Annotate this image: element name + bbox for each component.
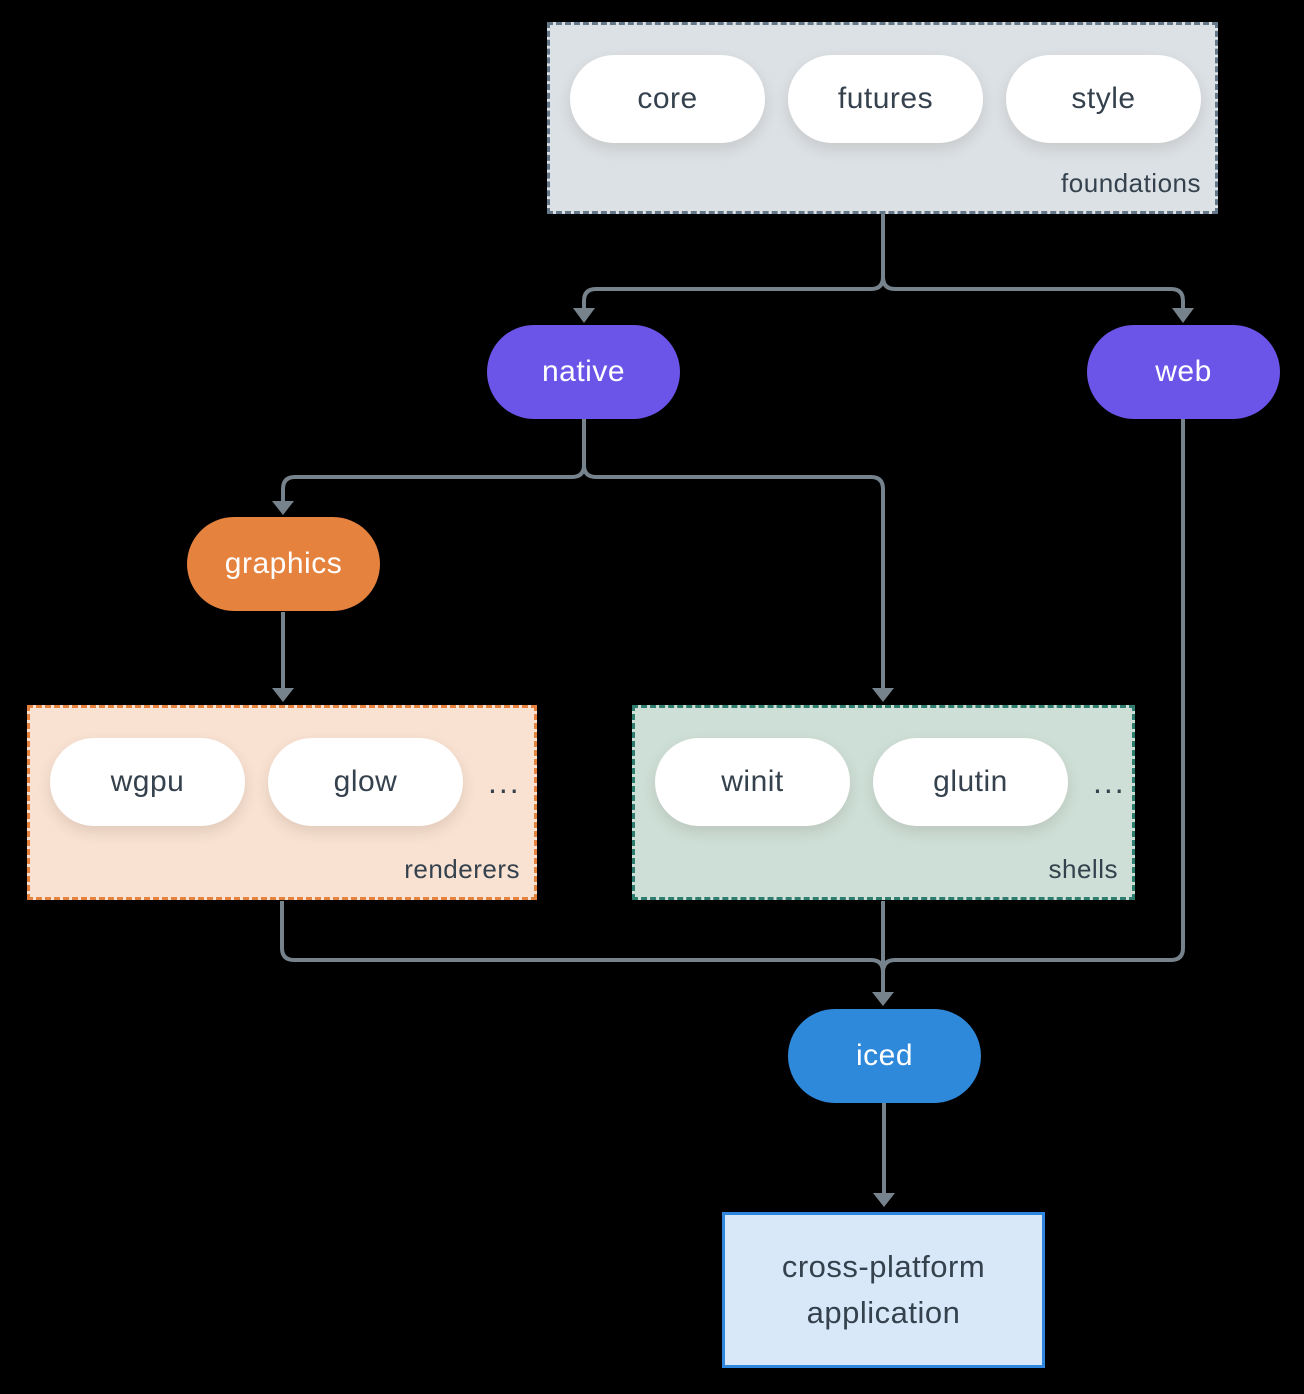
foundations-group-label: foundations — [1061, 168, 1201, 198]
edge-foundations-native — [582, 214, 885, 309]
edge-native-shells — [582, 464, 885, 689]
shells-group: winit glutin ... shells — [632, 705, 1135, 900]
edge-foundations-web — [881, 276, 1185, 309]
node-style: style — [1006, 55, 1201, 143]
node-native: native — [487, 325, 680, 419]
application-box: cross-platform application — [722, 1212, 1045, 1368]
arrowhead-graphics — [272, 501, 294, 515]
arrowhead-iced — [872, 992, 894, 1006]
arrowhead-application — [873, 1193, 895, 1207]
node-iced: iced — [788, 1009, 981, 1103]
node-web: web — [1087, 325, 1280, 419]
arrowhead-web — [1172, 308, 1194, 323]
node-graphics: graphics — [187, 517, 380, 611]
node-winit: winit — [655, 738, 850, 826]
node-futures: futures — [788, 55, 983, 143]
foundations-group: core futures style foundations — [547, 22, 1218, 214]
arrowhead-renderers — [272, 688, 294, 702]
renderers-ellipsis: ... — [488, 763, 521, 800]
edge-renderers-iced — [280, 901, 885, 973]
edge-native-graphics — [281, 419, 586, 502]
renderers-group: wgpu glow ... renderers — [27, 705, 537, 900]
shells-group-label: shells — [1048, 854, 1118, 884]
shells-ellipsis: ... — [1093, 763, 1126, 800]
arrowhead-shells — [872, 688, 894, 702]
node-wgpu: wgpu — [50, 738, 245, 826]
shells-pill-row: winit glutin ... — [635, 708, 1132, 826]
foundations-pill-row: core futures style — [550, 25, 1215, 143]
node-core: core — [570, 55, 765, 143]
node-glow: glow — [268, 738, 463, 826]
arrowhead-native — [573, 308, 595, 323]
renderers-group-label: renderers — [404, 854, 520, 884]
node-glutin: glutin — [873, 738, 1068, 826]
renderers-pill-row: wgpu glow ... — [30, 708, 534, 826]
application-label: cross-platform application — [781, 1248, 986, 1331]
